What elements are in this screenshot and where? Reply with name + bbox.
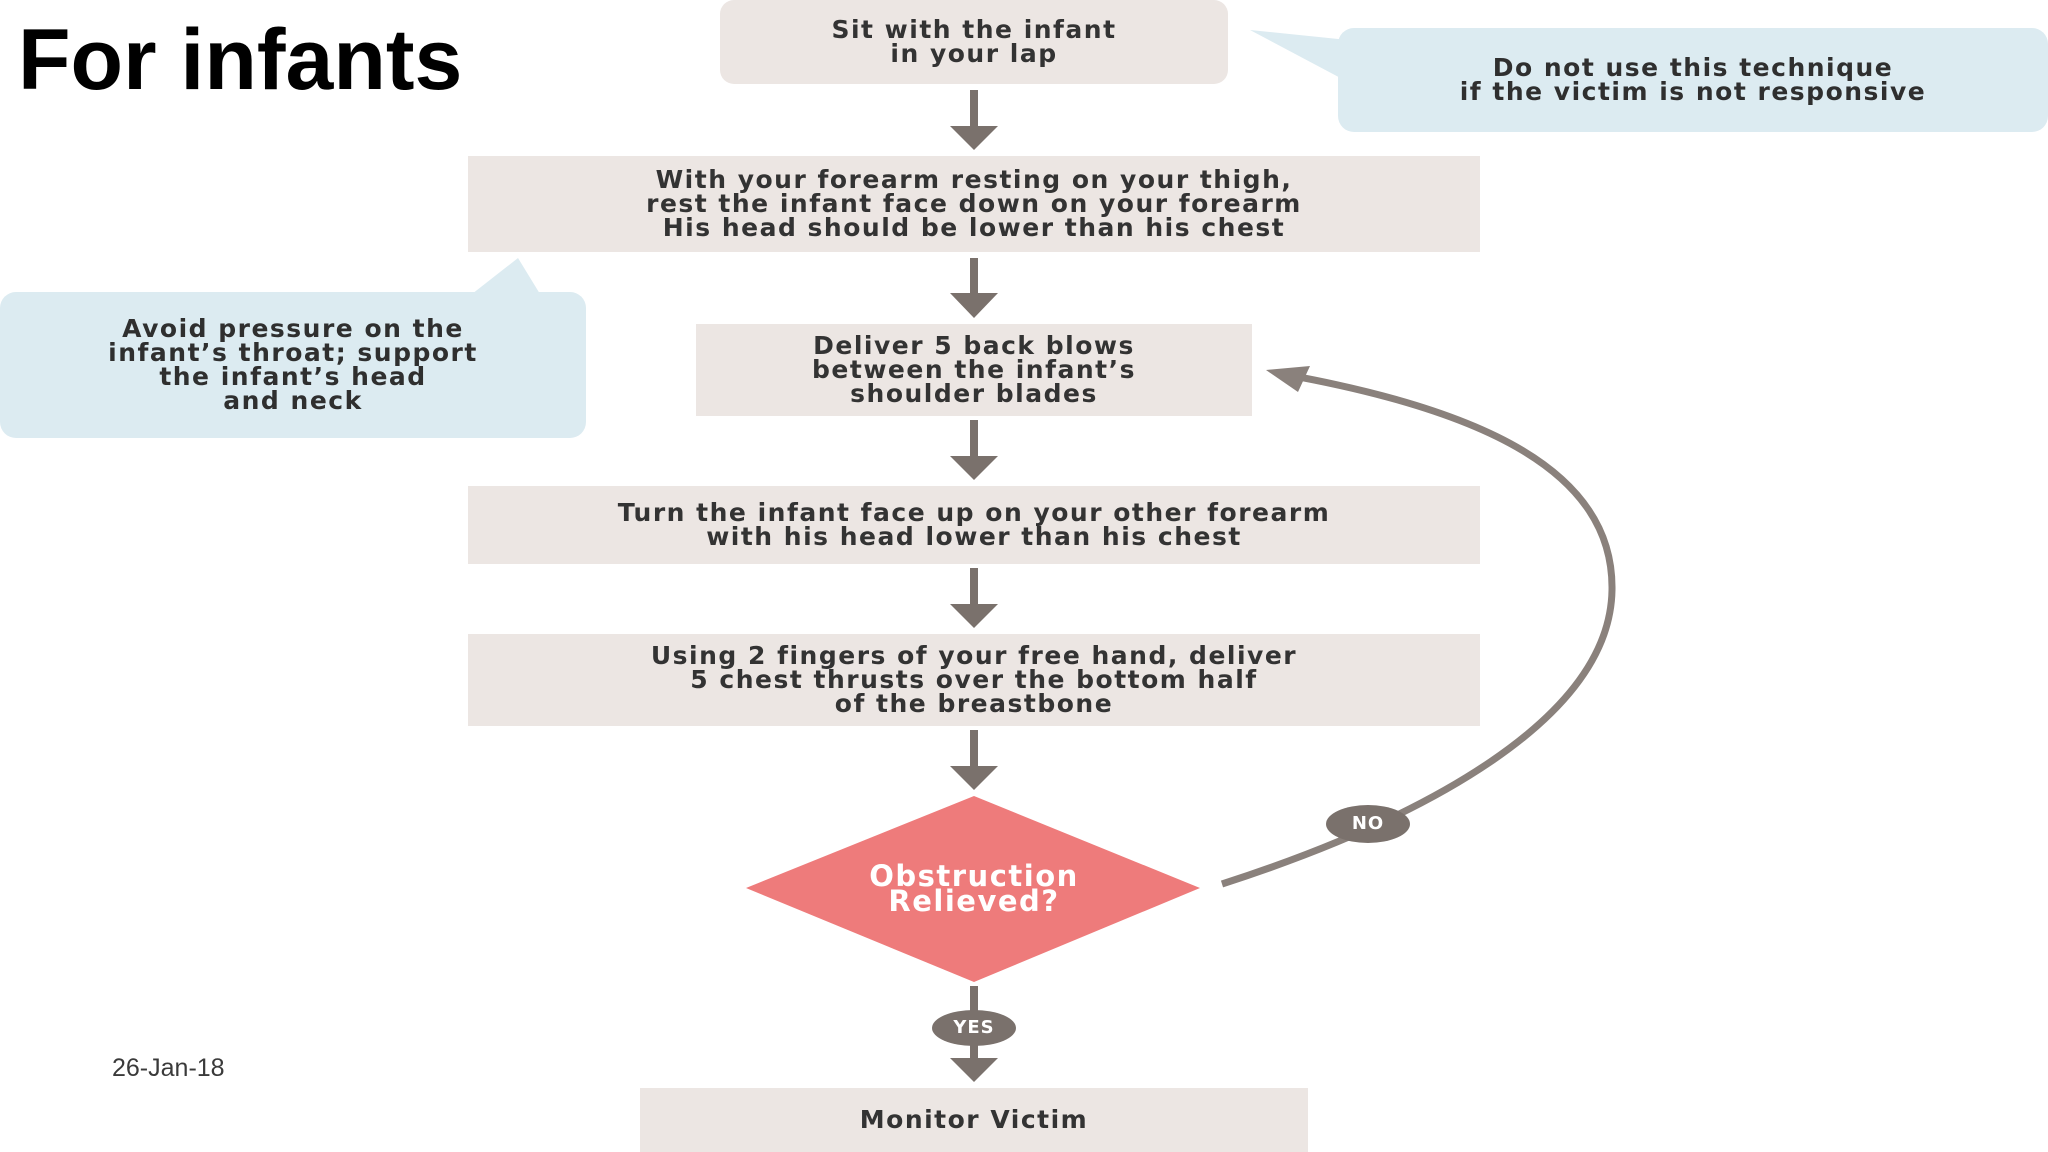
no-pill	[1326, 805, 1410, 843]
yes-label: YES	[953, 1017, 995, 1038]
callout-not-responsive: Do not use this technique if the victim …	[1338, 28, 2048, 132]
slide-date: 26-Jan-18	[112, 1054, 225, 1082]
step-turn-face-up: Turn the infant face up on your other fo…	[468, 486, 1480, 564]
yes-pill	[932, 1010, 1016, 1046]
callout-avoid-throat-pressure: Avoid pressure on the infant’s throat; s…	[0, 292, 586, 438]
step-deliver-back-blows: Deliver 5 back blows between the infant’…	[696, 324, 1252, 416]
no-loop-arrowhead	[1266, 366, 1310, 392]
arrow-step3-to-step4	[950, 420, 998, 480]
no-loop-arrow	[1220, 371, 1616, 888]
step-rest-face-down: With your forearm resting on your thigh,…	[468, 156, 1480, 252]
callout-tail-left	[472, 258, 540, 294]
no-label: NO	[1351, 813, 1385, 834]
arrow-step1-to-step2	[950, 90, 998, 150]
callout-tail-top-right	[1250, 30, 1348, 82]
decision-label: Obstruction Relieved?	[869, 859, 1079, 918]
slide-title: For infants	[18, 12, 463, 108]
step-monitor-victim: Monitor Victim	[640, 1088, 1308, 1152]
arrow-step4-to-step5	[950, 568, 998, 628]
decision-diamond	[746, 796, 1200, 982]
arrow-step5-to-decision	[950, 730, 998, 790]
arrow-step2-to-step3	[950, 258, 998, 318]
step-sit-with-infant: Sit with the infant in your lap	[720, 0, 1228, 84]
step-chest-thrusts: Using 2 fingers of your free hand, deliv…	[468, 634, 1480, 726]
